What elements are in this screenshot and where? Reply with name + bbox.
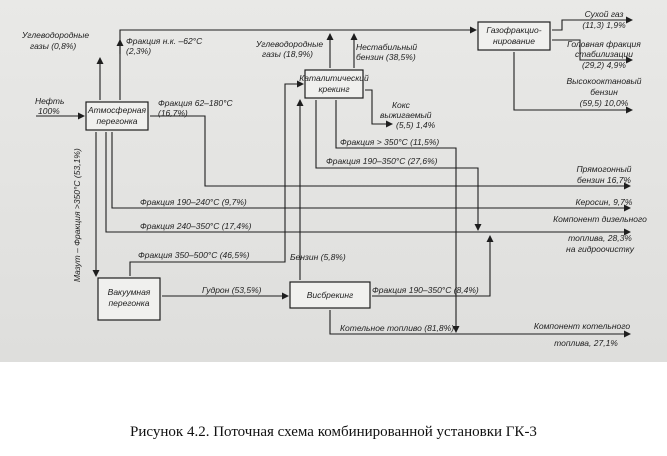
catalytic-cracking-box bbox=[304, 69, 364, 99]
frac-350-500-label: Фракция 350–500°С (46,5%) bbox=[138, 250, 250, 260]
frac-240-350-line bbox=[105, 132, 631, 236]
frac-350-cat-line bbox=[335, 100, 460, 333]
head-fraction-line bbox=[552, 39, 633, 64]
boiler-fuel-label: Котельное топливо (81,8%) bbox=[340, 323, 454, 333]
mazut-label: Мазут – Фракция >350°С (53,1%) bbox=[72, 148, 82, 282]
gas-fractionation-box bbox=[477, 21, 551, 51]
frac-190-350-visbreak-line bbox=[372, 235, 494, 297]
vacuum-distillation-box bbox=[97, 277, 161, 321]
frac-nk-62-line bbox=[119, 26, 477, 100]
visbreak-gasoline-label: Бензин (5,8%) bbox=[290, 252, 346, 262]
visbreaking-box bbox=[289, 281, 371, 309]
kerosine-label: Керосин, 9,7% bbox=[576, 197, 633, 207]
frac-62-180-line bbox=[150, 115, 631, 190]
boiler-fuel-line bbox=[329, 310, 631, 338]
gas-fractionation-label: Газофракцио-нирование bbox=[486, 25, 541, 46]
frac-62-180-label: Фракция 62–180°С(16,7%) bbox=[158, 98, 233, 118]
frac-350-500-line bbox=[129, 80, 304, 276]
high-octane-line bbox=[513, 52, 633, 114]
figure-caption: Рисунок 4.2. Поточная схема комбинирован… bbox=[130, 424, 537, 440]
frac-190-240-label: Фракция 190–240°С (9,7%) bbox=[140, 197, 247, 207]
frac-nk-label: Фракция н.к. –62°С(2,3%) bbox=[126, 36, 203, 56]
frac-190-240-line bbox=[111, 132, 631, 212]
frac-350-cat-label: Фракция > 350°С (11,5%) bbox=[340, 137, 439, 147]
frac-240-350-label: Фракция 240–350°С (17,4%) bbox=[140, 221, 252, 231]
visbreaking-label: Висбрекинг bbox=[307, 290, 354, 300]
frac-190-350-visbreak-label: Фракция 190–350°С (8,4%) bbox=[372, 285, 479, 295]
dry-gas-label: Сухой газ(11,3) 1,9% bbox=[582, 9, 626, 30]
frac-190-350-cat-line bbox=[315, 100, 482, 231]
atmospheric-distillation-box bbox=[85, 101, 149, 131]
coke-line bbox=[365, 89, 393, 128]
dry-gas-line bbox=[552, 16, 633, 31]
frac-190-350-cat-label: Фракция 190–350°С (27,6%) bbox=[326, 156, 438, 166]
gudron-label: Гудрон (53,5%) bbox=[202, 285, 262, 295]
